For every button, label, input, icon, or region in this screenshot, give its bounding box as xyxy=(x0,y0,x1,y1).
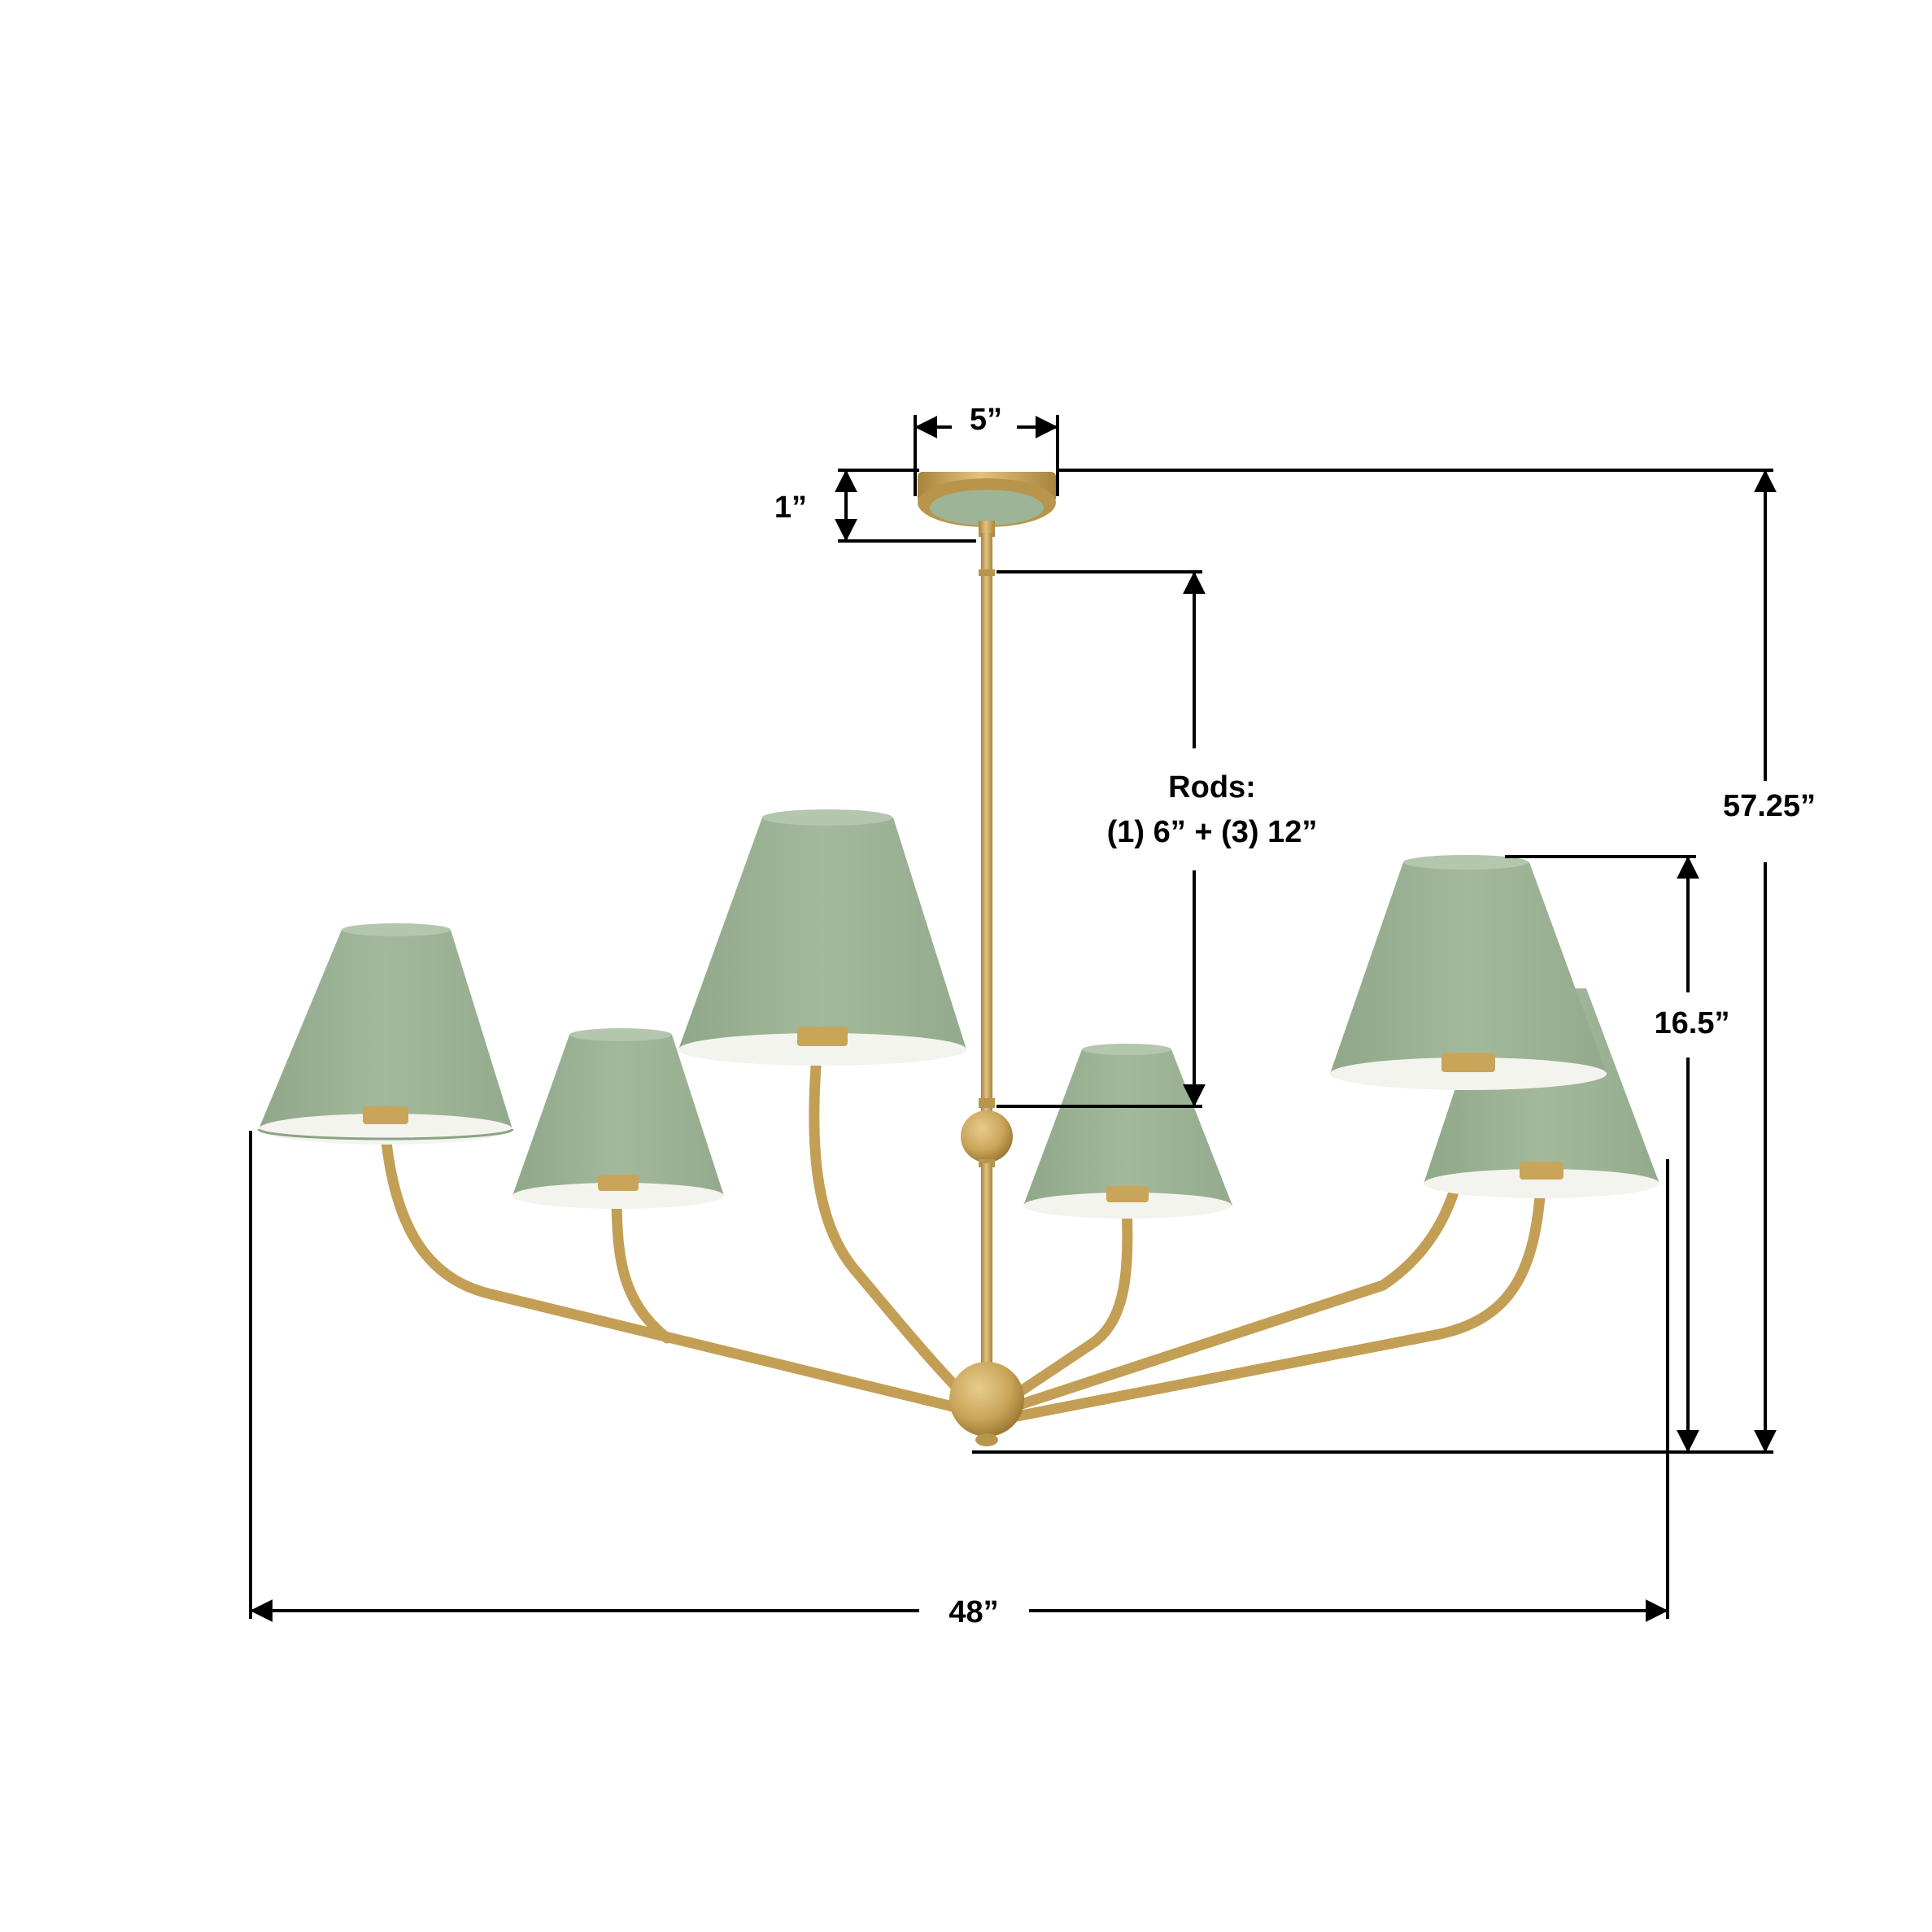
dimension-lines xyxy=(249,415,1777,1622)
lamp-shade-3 xyxy=(678,809,966,1066)
lamp-shade-2 xyxy=(512,1028,724,1209)
canopy-height-label: 1” xyxy=(774,491,807,525)
stem-rod xyxy=(961,533,1013,1375)
center-body-ball xyxy=(949,1362,1024,1446)
lamp-shade-5 xyxy=(1330,855,1607,1090)
overall-width-label: 48” xyxy=(949,1595,998,1629)
lamp-shade-4 xyxy=(1023,1044,1232,1219)
lamp-shade-1 xyxy=(257,923,514,1145)
rods-title-label: Rods: xyxy=(1168,770,1256,805)
dimension-labels: 5” 1” Rods: (1) 6” + (3) 12” 57.25” 16.5… xyxy=(774,403,1816,1629)
canopy-width-label: 5” xyxy=(970,403,1002,437)
body-height-label: 16.5” xyxy=(1655,1006,1730,1040)
ceiling-canopy xyxy=(918,472,1056,537)
chandelier-arms xyxy=(378,1040,1547,1423)
rods-detail-label: (1) 6” + (3) 12” xyxy=(1107,815,1318,849)
chandelier-illustration xyxy=(257,472,1659,1446)
overall-height-label: 57.25” xyxy=(1723,789,1816,823)
